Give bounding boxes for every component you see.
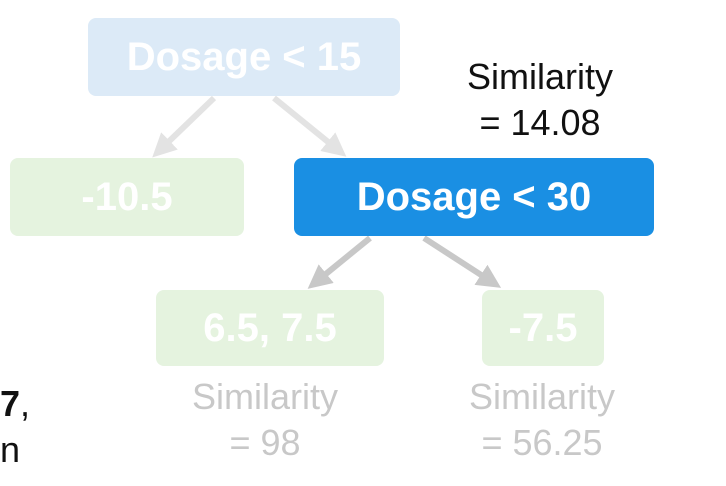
- leaf-b-similarity-block: Similarity = 56.25: [440, 374, 644, 466]
- edge-root-to-left-leaf: [152, 95, 217, 158]
- edge-mid-to-leaf-a: [307, 235, 372, 289]
- edge-mid-to-leaf-b: [422, 235, 502, 288]
- root-node-label: Dosage < 15: [126, 34, 362, 79]
- leaf-a-node: 6.5, 7.5: [156, 290, 384, 366]
- cutoff-text-line-2: n: [0, 429, 21, 470]
- mid-node: Dosage < 30: [294, 158, 654, 236]
- mid-similarity-label: Similarity: [466, 56, 613, 97]
- mid-node-label: Dosage < 30: [356, 174, 592, 219]
- mid-similarity-block: Similarity = 14.08: [430, 54, 650, 146]
- leaf-b-label: -7.5: [508, 305, 578, 350]
- leaf-a-similarity-label: Similarity: [191, 376, 338, 417]
- left-leaf-node: -10.5: [10, 158, 244, 236]
- leaf-a-similarity-value: = 98: [229, 422, 301, 463]
- leaf-b-node: -7.5: [482, 290, 604, 366]
- edge-root-to-mid: [272, 95, 347, 157]
- root-node: Dosage < 15: [88, 18, 400, 96]
- mid-similarity-value: = 14.08: [479, 102, 601, 143]
- leaf-a-similarity-block: Similarity = 98: [150, 374, 380, 466]
- cutoff-text-number: 7: [0, 383, 21, 424]
- leaf-b-similarity-value: = 56.25: [481, 422, 603, 463]
- cutoff-text-comma: ,: [20, 383, 31, 424]
- left-leaf-label: -10.5: [81, 174, 173, 219]
- cutoff-text-line-1: 7,: [0, 382, 40, 426]
- leaf-b-similarity-label: Similarity: [468, 376, 615, 417]
- leaf-a-label: 6.5, 7.5: [203, 305, 337, 350]
